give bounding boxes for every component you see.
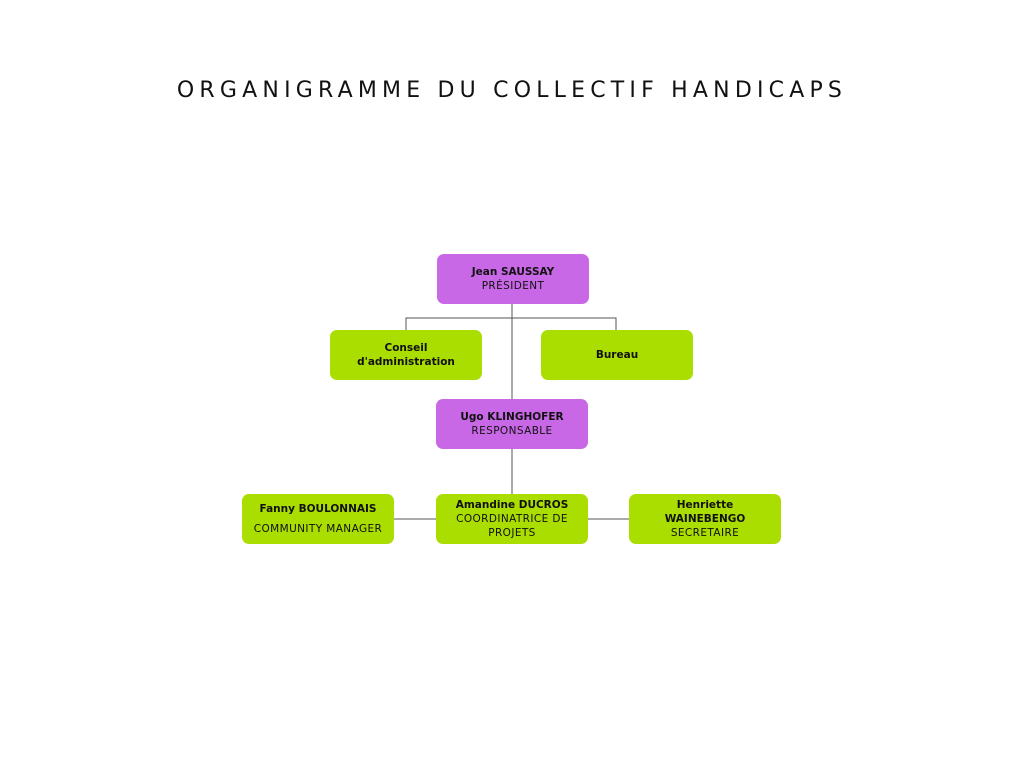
node-community-name: Fanny BOULONNAIS [259, 503, 377, 515]
node-coordinatrice: Amandine DUCROS COORDINATRICE DE PROJETS [436, 494, 588, 544]
page-title: ORGANIGRAMME DU COLLECTIF HANDICAPS [176, 78, 848, 103]
node-secretaire: Henriette WAINEBENGO SECRETAIRE [629, 494, 781, 544]
node-bureau-name: Bureau [595, 349, 639, 361]
node-community-role: COMMUNITY MANAGER [253, 523, 383, 535]
node-president: Jean SAUSSAY PRÉSIDENT [437, 254, 589, 304]
node-responsable-role: RESPONSABLE [471, 425, 553, 437]
node-responsable-name: Ugo KLINGHOFER [460, 411, 564, 423]
node-bureau: Bureau [541, 330, 693, 380]
node-conseil-name: Conseil d'administration [357, 342, 455, 368]
node-president-name: Jean SAUSSAY [471, 266, 555, 278]
connector-president-boards [405, 317, 617, 330]
node-secretaire-role: SECRETAIRE [670, 527, 740, 539]
node-conseil: Conseil d'administration [330, 330, 482, 380]
node-coordinatrice-name: Amandine DUCROS [455, 499, 569, 511]
node-coordinatrice-role: COORDINATRICE DE PROJETS [456, 513, 568, 539]
node-president-role: PRÉSIDENT [481, 280, 545, 292]
node-community: Fanny BOULONNAIS COMMUNITY MANAGER [242, 494, 394, 544]
node-secretaire-name: Henriette WAINEBENGO [664, 499, 746, 525]
node-responsable: Ugo KLINGHOFER RESPONSABLE [436, 399, 588, 449]
